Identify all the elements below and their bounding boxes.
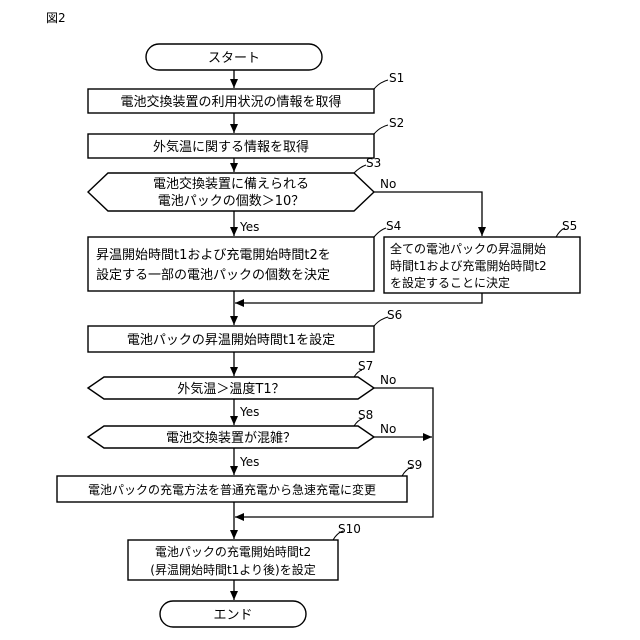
decision-s8: 電池交換装置が混雑？ S8 (88, 408, 374, 448)
s3-no-label: No (380, 177, 396, 191)
end-label: エンド (213, 608, 252, 623)
step-s1-id: S1 (389, 71, 404, 85)
step-s6: 電池パックの昇温開始時間t1を設定 S6 (88, 308, 402, 352)
decision-s7-text: 外気温＞温度T1？ (177, 381, 284, 397)
s7-no-label: No (380, 373, 396, 387)
step-s10-line2: (昇温開始時間t1より後)を設定 (150, 562, 315, 577)
step-s2: 外気温に関する情報を取得 S2 (88, 116, 404, 158)
step-s6-id: S6 (387, 308, 402, 322)
decision-s3-line2: 電池パックの個数＞10？ (158, 194, 305, 209)
step-s4-line1: 昇温開始時間t1および充電開始時間t2を (96, 247, 331, 263)
step-s10: 電池パックの充電開始時間t2 (昇温開始時間t1より後)を設定 S10 (128, 522, 361, 580)
s8-yes-label: Yes (239, 455, 259, 469)
decision-s8-id: S8 (358, 408, 373, 422)
step-s6-text: 電池パックの昇温開始時間t1を設定 (127, 332, 335, 348)
arrow-s5-merge (235, 293, 482, 303)
step-s4-line2: 設定する一部の電池パックの個数を決定 (96, 267, 330, 283)
step-s5-line2: 時間t1および充電開始時間t2 (390, 258, 547, 273)
step-s9-text: 電池パックの充電方法を普通充電から急速充電に変更 (88, 482, 376, 497)
step-s1: 電池交換装置の利用状況の情報を取得 S1 (88, 71, 404, 113)
figure-label: 図2 (46, 11, 66, 25)
step-s10-id: S10 (338, 522, 361, 536)
start-terminal: スタート (146, 44, 322, 70)
decision-s3-id: S3 (366, 156, 381, 170)
s8-no-label: No (380, 422, 396, 436)
decision-s7-id: S7 (358, 359, 373, 373)
step-s2-text: 外気温に関する情報を取得 (153, 139, 309, 155)
step-s5-line1: 全ての電池パックの昇温開始 (390, 241, 546, 256)
start-label: スタート (208, 51, 260, 66)
step-s10-line1: 電池パックの充電開始時間t2 (155, 544, 311, 559)
step-s5-line3: を設定することに決定 (390, 275, 510, 290)
end-terminal: エンド (160, 601, 306, 627)
decision-s8-text: 電池交換装置が混雑？ (166, 430, 296, 446)
s7-yes-label: Yes (239, 405, 259, 419)
step-s1-text: 電池交換装置の利用状況の情報を取得 (120, 94, 341, 110)
step-s4-id: S4 (386, 219, 401, 233)
step-s5-id: S5 (562, 219, 577, 233)
decision-s7: 外気温＞温度T1？ S7 (88, 359, 374, 399)
s3-yes-label: Yes (239, 220, 259, 234)
step-s9-id: S9 (407, 458, 422, 472)
step-s2-id: S2 (389, 116, 404, 130)
decision-s3-line1: 電池交換装置に備えられる (153, 176, 309, 192)
